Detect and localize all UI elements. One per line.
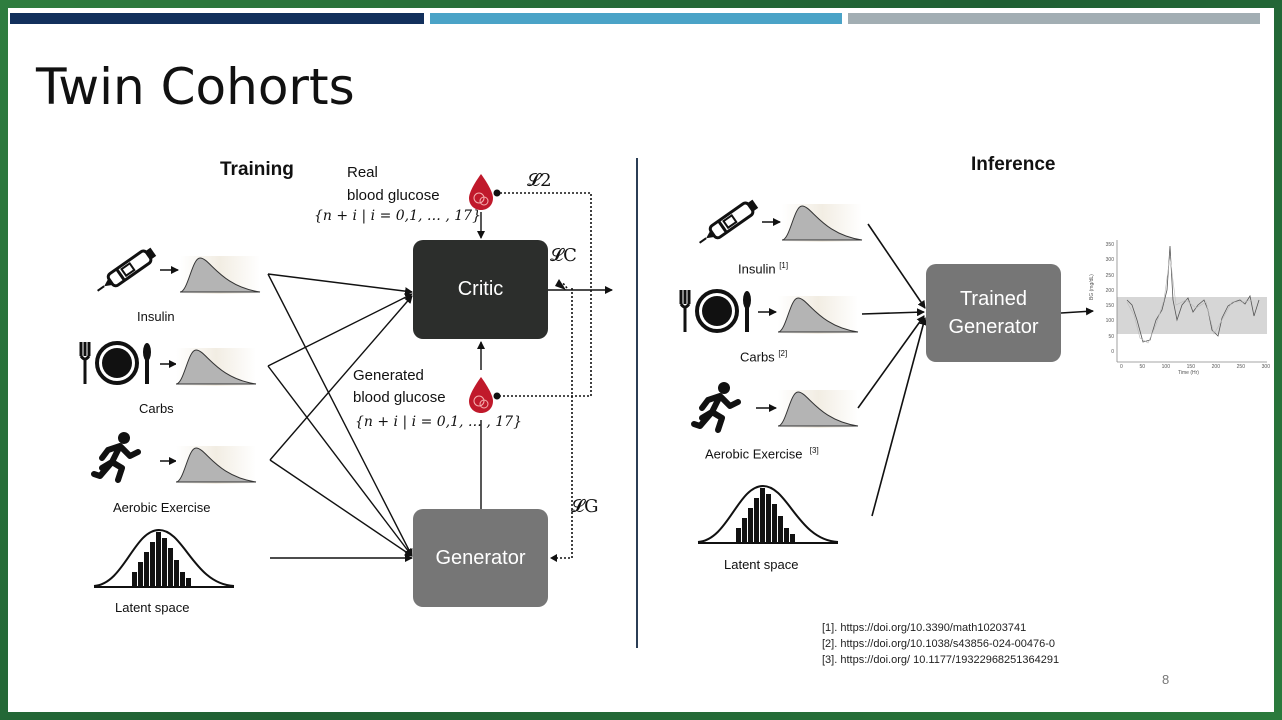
real-connector-dot: [493, 189, 501, 197]
inference-exercise-curve: [777, 389, 859, 429]
trained-generator-label: Trained Generator: [948, 288, 1039, 338]
inference-latent-label: Latent space: [724, 557, 799, 572]
lc-loss-mark: [561, 281, 568, 289]
inference-insulin-label: Insulin [1]: [738, 261, 789, 277]
inference-plate-fork-knife-icon: [679, 288, 753, 334]
bg-ytick: 250: [1105, 272, 1114, 279]
bg-output-chart: [1116, 240, 1267, 363]
conn-insulin-critic: [267, 273, 413, 296]
carbs-curve: [175, 347, 257, 387]
bg-chart-ylabel: BG (mg/dL): [1089, 274, 1095, 300]
loss-l2: 𝓛2: [527, 170, 552, 191]
inf-conn-latent: [871, 317, 928, 517]
inference-insulin-pen-icon: [694, 196, 761, 251]
loss-lg: 𝓛G: [571, 496, 599, 517]
bg-xtick: 250: [1236, 364, 1245, 370]
bg-ytick: 100: [1105, 318, 1114, 325]
inference-carbs-curve: [777, 295, 859, 335]
exercise-curve: [175, 445, 257, 485]
latent-space-label: Latent space: [115, 600, 190, 615]
bg-chart-xlabel: Time (Hr): [1178, 370, 1199, 376]
bg-chart-xticks: 0 50 100 150 200 250 300: [1120, 364, 1270, 370]
training-heading: Training: [220, 159, 294, 180]
real-glucose-set: {n + i | i = 0,1, … , 17}: [314, 208, 481, 224]
generator-label: Generator: [435, 546, 526, 569]
lc-arrowhead: [555, 279, 566, 290]
reference-2: [2]. https://doi.org/10.1038/s43856-024-…: [822, 638, 1056, 650]
bg-ytick: 200: [1105, 287, 1114, 294]
plate-fork-knife-icon: [79, 340, 153, 386]
critic-box: [413, 240, 548, 339]
inference-heading: Inference: [971, 154, 1056, 175]
bg-real-series: [1126, 255, 1253, 344]
insulin-pen-icon: [92, 244, 159, 299]
real-glucose-label-line1: Real: [347, 164, 378, 181]
critic-label: Critic: [457, 278, 504, 300]
conn-carbs-critic: [267, 293, 413, 367]
l2-loss-path: [500, 192, 592, 397]
generated-glucose-set: {n + i | i = 0,1, … , 17}: [355, 414, 522, 430]
inf-conn-insulin: [867, 223, 926, 309]
bg-xtick: 300: [1261, 364, 1270, 370]
references: [1]. https://doi.org/10.3390/math1020374…: [822, 620, 1059, 668]
carbs-label: Carbs: [139, 401, 174, 416]
generated-glucose-label-line2: blood glucose: [353, 389, 446, 406]
inference-exercise-label: Aerobic Exercise [3]: [705, 446, 819, 462]
bg-ytick: 0: [1111, 349, 1114, 356]
bg-ytick: 350: [1105, 242, 1114, 248]
generated-blood-drop-icon: [468, 376, 494, 414]
inference-histogram-icon: [697, 485, 839, 544]
trained-generator-output-arrow: [1060, 307, 1094, 316]
inference-running-person-icon: [694, 382, 738, 430]
conn-carbs-generator: [267, 365, 413, 557]
inference-carbs-label: Carbs [2]: [740, 349, 788, 365]
bg-chart-yticks: 350 300 250 200 150 100 50 0: [1094, 238, 1114, 360]
header-bar-blue: [430, 13, 842, 24]
bg-ytick: 150: [1105, 303, 1114, 310]
lg-arrowhead: [550, 554, 557, 562]
bg-ytick: 50: [1108, 333, 1114, 340]
insulin-label: Insulin: [137, 309, 175, 324]
bg-xtick: 100: [1161, 364, 1170, 370]
bg-xtick: 50: [1139, 364, 1145, 370]
conn-exercise-critic: [269, 295, 413, 461]
bg-xtick: 200: [1211, 364, 1220, 370]
real-blood-drop-icon: [468, 173, 494, 211]
page-number: 8: [1162, 672, 1170, 687]
inf-conn-exercise: [857, 315, 925, 409]
bg-ytick: 300: [1105, 257, 1114, 264]
slide-title: Twin Cohorts: [36, 58, 355, 116]
generated-glucose-label-line1: Generated: [353, 367, 424, 384]
header-bar-gray: [848, 13, 1260, 24]
conn-exercise-generator: [269, 459, 413, 557]
trained-generator-box: [926, 264, 1061, 362]
insulin-curve: [179, 255, 261, 295]
reference-1: [1]. https://doi.org/10.3390/math1020374…: [822, 622, 1027, 634]
conn-insulin-generator: [267, 273, 413, 557]
exercise-label: Aerobic Exercise: [113, 500, 211, 515]
lg-loss-path: [552, 288, 573, 559]
header-bar-navy: [10, 13, 424, 24]
bg-xtick: 150: [1186, 364, 1195, 370]
inference-insulin-curve: [781, 203, 863, 243]
generator-box: [413, 509, 548, 607]
inf-conn-carbs: [861, 308, 925, 317]
running-person-icon: [94, 432, 138, 480]
reference-3: [3]. https://doi.org/ 10.1177/1932296825…: [822, 654, 1060, 666]
real-glucose-label-line2: blood glucose: [347, 187, 440, 204]
generated-connector-dot: [493, 392, 501, 400]
bg-xtick: 0: [1120, 364, 1123, 370]
histogram-icon: [93, 529, 235, 588]
loss-lc: 𝓛C: [550, 245, 577, 266]
